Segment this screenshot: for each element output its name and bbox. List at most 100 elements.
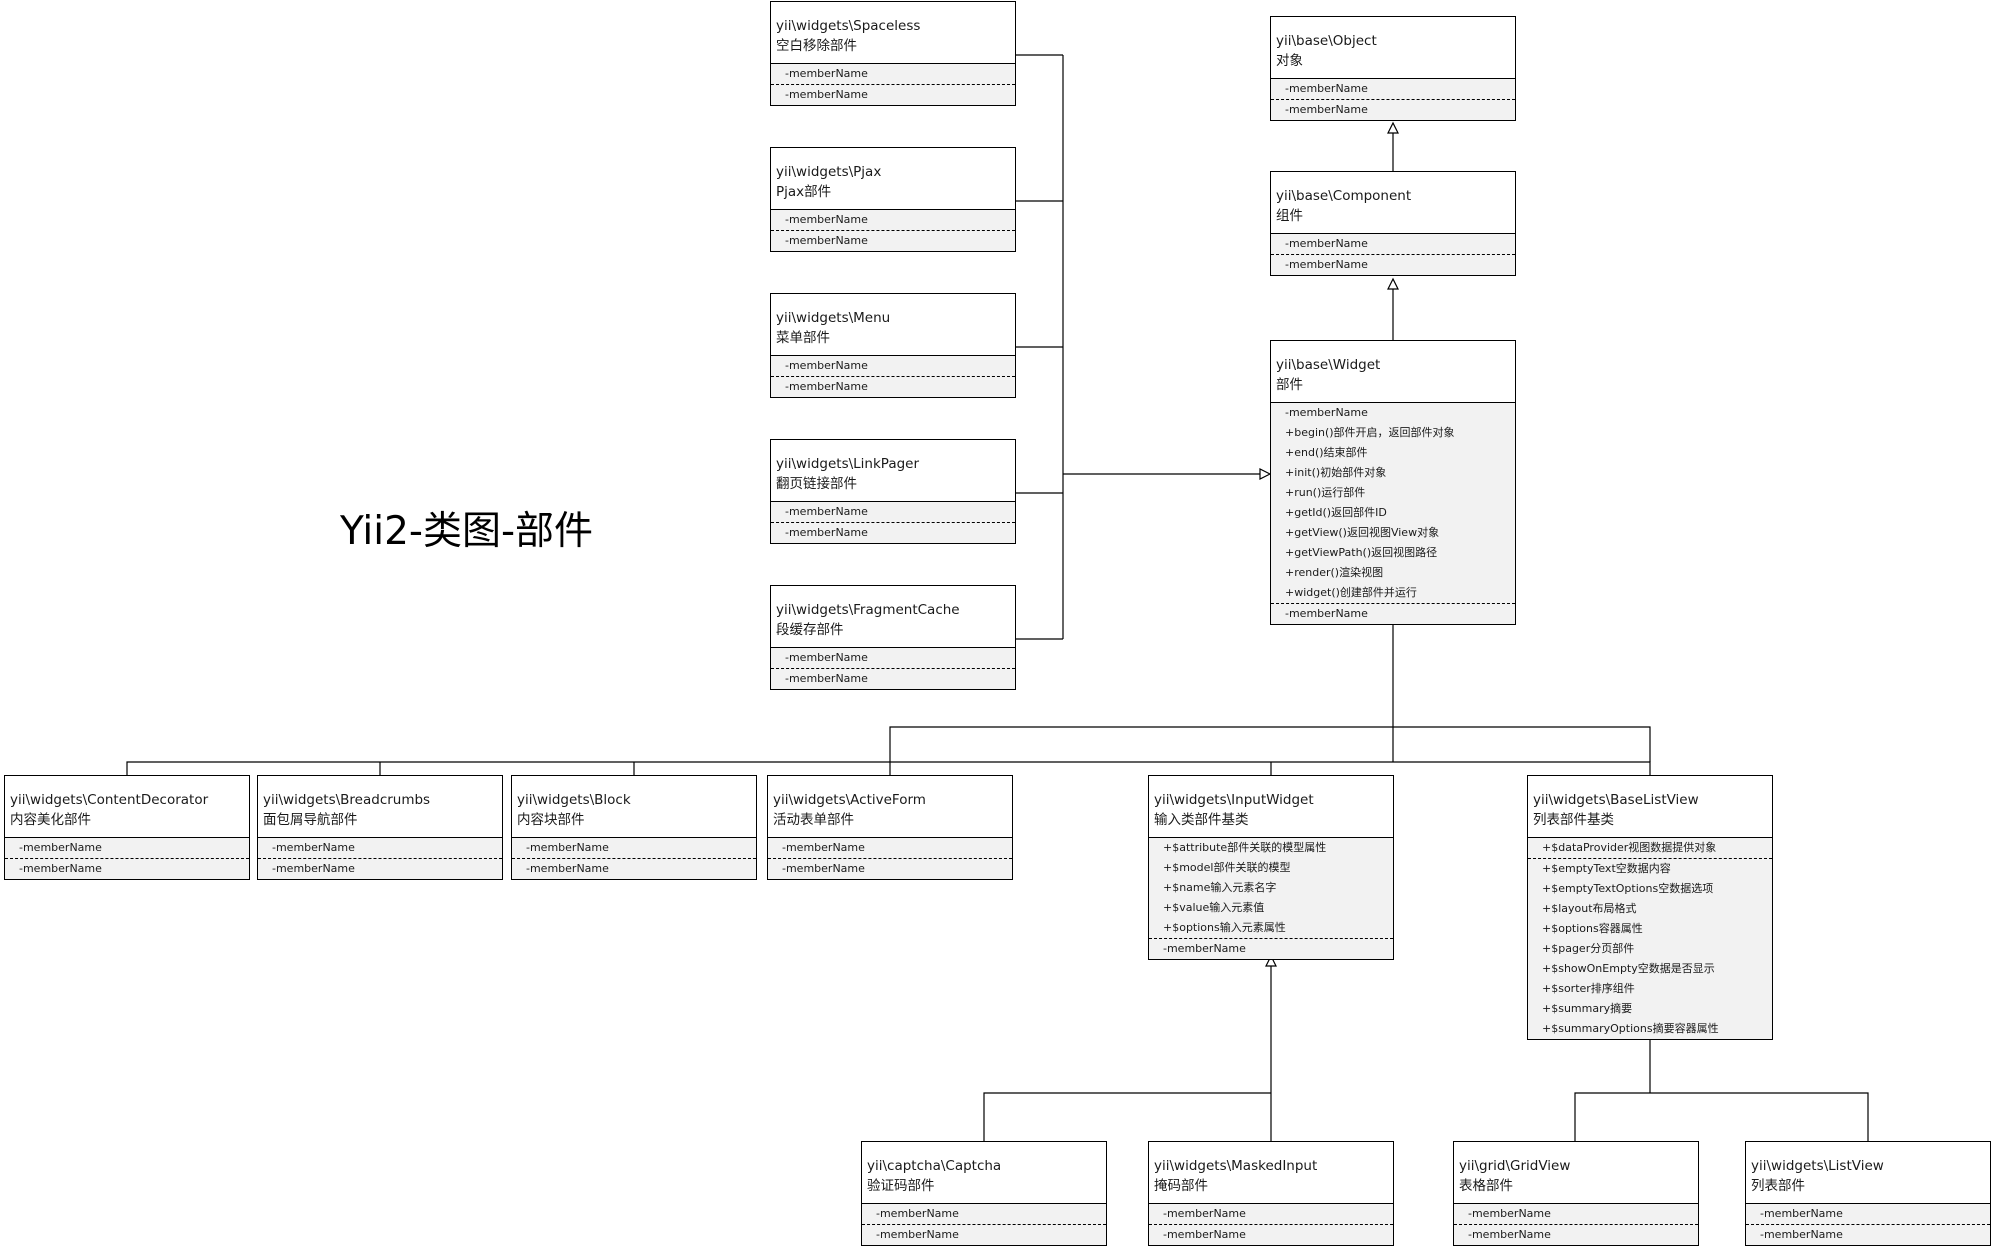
class-member: -memberName [1163, 1207, 1246, 1220]
class-member: +$options容器属性 [1542, 922, 1643, 935]
class-description: 部件 [1276, 377, 1303, 393]
class-description: 活动表单部件 [773, 812, 854, 828]
class-member: +widget()创建部件并运行 [1285, 586, 1417, 599]
class-name: yii\widgets\ActiveForm [773, 792, 926, 808]
class-name: yii\base\Component [1276, 188, 1412, 204]
member-separator [771, 522, 1015, 523]
class-members: +$attribute部件关联的模型属性 +$model部件关联的模型 +$name… [1149, 838, 1393, 959]
diagram-title: Yii2-类图-部件 [340, 509, 594, 554]
class-member: -memberName [1163, 1228, 1246, 1241]
class-spaceless[interactable]: yii\widgets\Spaceless 空白移除部件 -memberName -m… [770, 1, 1016, 106]
class-name: yii\widgets\InputWidget [1154, 792, 1314, 808]
class-name: yii\widgets\ContentDecorator [10, 792, 209, 808]
class-members: -memberName-memberName [771, 210, 1015, 251]
edge-bottom-bus [126, 761, 1651, 775]
member-separator [1271, 99, 1515, 100]
class-member: -memberName [1285, 406, 1368, 419]
class-member: +$summaryOptions摘要容器属性 [1542, 1022, 1719, 1035]
class-member: +$attribute部件关联的模型属性 [1163, 841, 1327, 854]
edge-captcha [983, 1092, 1271, 1141]
class-member: +$model部件关联的模型 [1163, 861, 1291, 874]
class-members: +$dataProvider视图数据提供对象+$emptyText空数据内容+$… [1528, 838, 1772, 1039]
class-description: 翻页链接部件 [776, 476, 857, 492]
class-member: -memberName [785, 67, 868, 80]
class-member: -memberName [272, 862, 355, 875]
member-separator [1271, 254, 1515, 255]
class-member: +init()初始部件对象 [1285, 466, 1387, 479]
class-captcha[interactable]: yii\captcha\Captcha 验证码部件 -memberName-memb… [861, 1141, 1107, 1246]
member-separator [1149, 1224, 1393, 1225]
class-name: yii\widgets\ListView [1751, 1158, 1884, 1174]
class-header: yii\captcha\Captcha 验证码部件 [862, 1142, 1106, 1204]
class-member: +$options输入元素属性 [1163, 921, 1286, 934]
class-description: 掩码部件 [1154, 1178, 1208, 1194]
class-member: -memberName [785, 88, 868, 101]
class-members: -memberName-memberName [258, 838, 502, 879]
class-member: -memberName [785, 672, 868, 685]
class-description: 菜单部件 [776, 330, 830, 346]
class-name: yii\widgets\Spaceless [776, 18, 921, 34]
class-member: -memberName [782, 841, 865, 854]
class-description: 验证码部件 [867, 1178, 935, 1194]
class-member: -memberName [1285, 82, 1368, 95]
member-separator [862, 1224, 1106, 1225]
member-separator [1149, 938, 1393, 939]
class-name: yii\captcha\Captcha [867, 1158, 1002, 1174]
class-contentdecorator[interactable]: yii\widgets\ContentDecorator 内容美化部件 -membe… [4, 775, 250, 880]
class-members: -memberName -memberName [771, 648, 1015, 689]
class-name: yii\base\Object [1276, 33, 1377, 49]
class-member: -memberName [785, 380, 868, 393]
class-members: -memberName-memberName [5, 838, 249, 879]
class-header: yii\widgets\Spaceless 空白移除部件 [771, 2, 1015, 64]
class-member: +render()渲染视图 [1285, 566, 1384, 579]
inherit-arrow-inputwidget [1265, 954, 1277, 967]
member-separator [768, 858, 1012, 859]
class-activeform[interactable]: yii\widgets\ActiveForm 活动表单部件 -memberName -… [767, 775, 1013, 880]
class-member: +end()结束部件 [1285, 446, 1368, 459]
member-separator [512, 858, 756, 859]
class-description: 空白移除部件 [776, 38, 857, 54]
class-name: yii\widgets\Pjax [776, 164, 882, 180]
member-separator [771, 230, 1015, 231]
member-separator [1528, 858, 1772, 859]
class-member: -memberName [782, 862, 865, 875]
class-members: -memberName-memberName [512, 838, 756, 879]
class-member: +$summary摘要 [1542, 1002, 1633, 1015]
class-members: -memberName-memberName [862, 1204, 1106, 1245]
class-fragmentcache[interactable]: yii\widgets\FragmentCache 段缓存部件 -memberNam… [770, 585, 1016, 690]
class-maskedinput[interactable]: yii\widgets\MaskedInput 掩码部件 -memberName -m… [1148, 1141, 1394, 1246]
class-member: -memberName [785, 234, 868, 247]
class-member: -memberName [785, 526, 868, 539]
class-members: -memberName-memberName [771, 356, 1015, 397]
class-member: -memberName [1285, 237, 1368, 250]
class-name: yii\widgets\MaskedInput [1154, 1158, 1318, 1174]
member-separator [5, 858, 249, 859]
member-separator [1746, 1224, 1990, 1225]
class-member: -memberName [1285, 607, 1368, 620]
class-description: 组件 [1276, 208, 1303, 224]
class-member: +$name输入元素名字 [1163, 881, 1277, 894]
class-member: -memberName [785, 651, 868, 664]
class-member: +getId()返回部件ID [1285, 506, 1387, 519]
class-member: -memberName [19, 862, 102, 875]
class-description: 内容美化部件 [10, 812, 91, 828]
class-name: yii\widgets\FragmentCache [776, 602, 960, 618]
class-description: 段缓存部件 [776, 622, 844, 638]
